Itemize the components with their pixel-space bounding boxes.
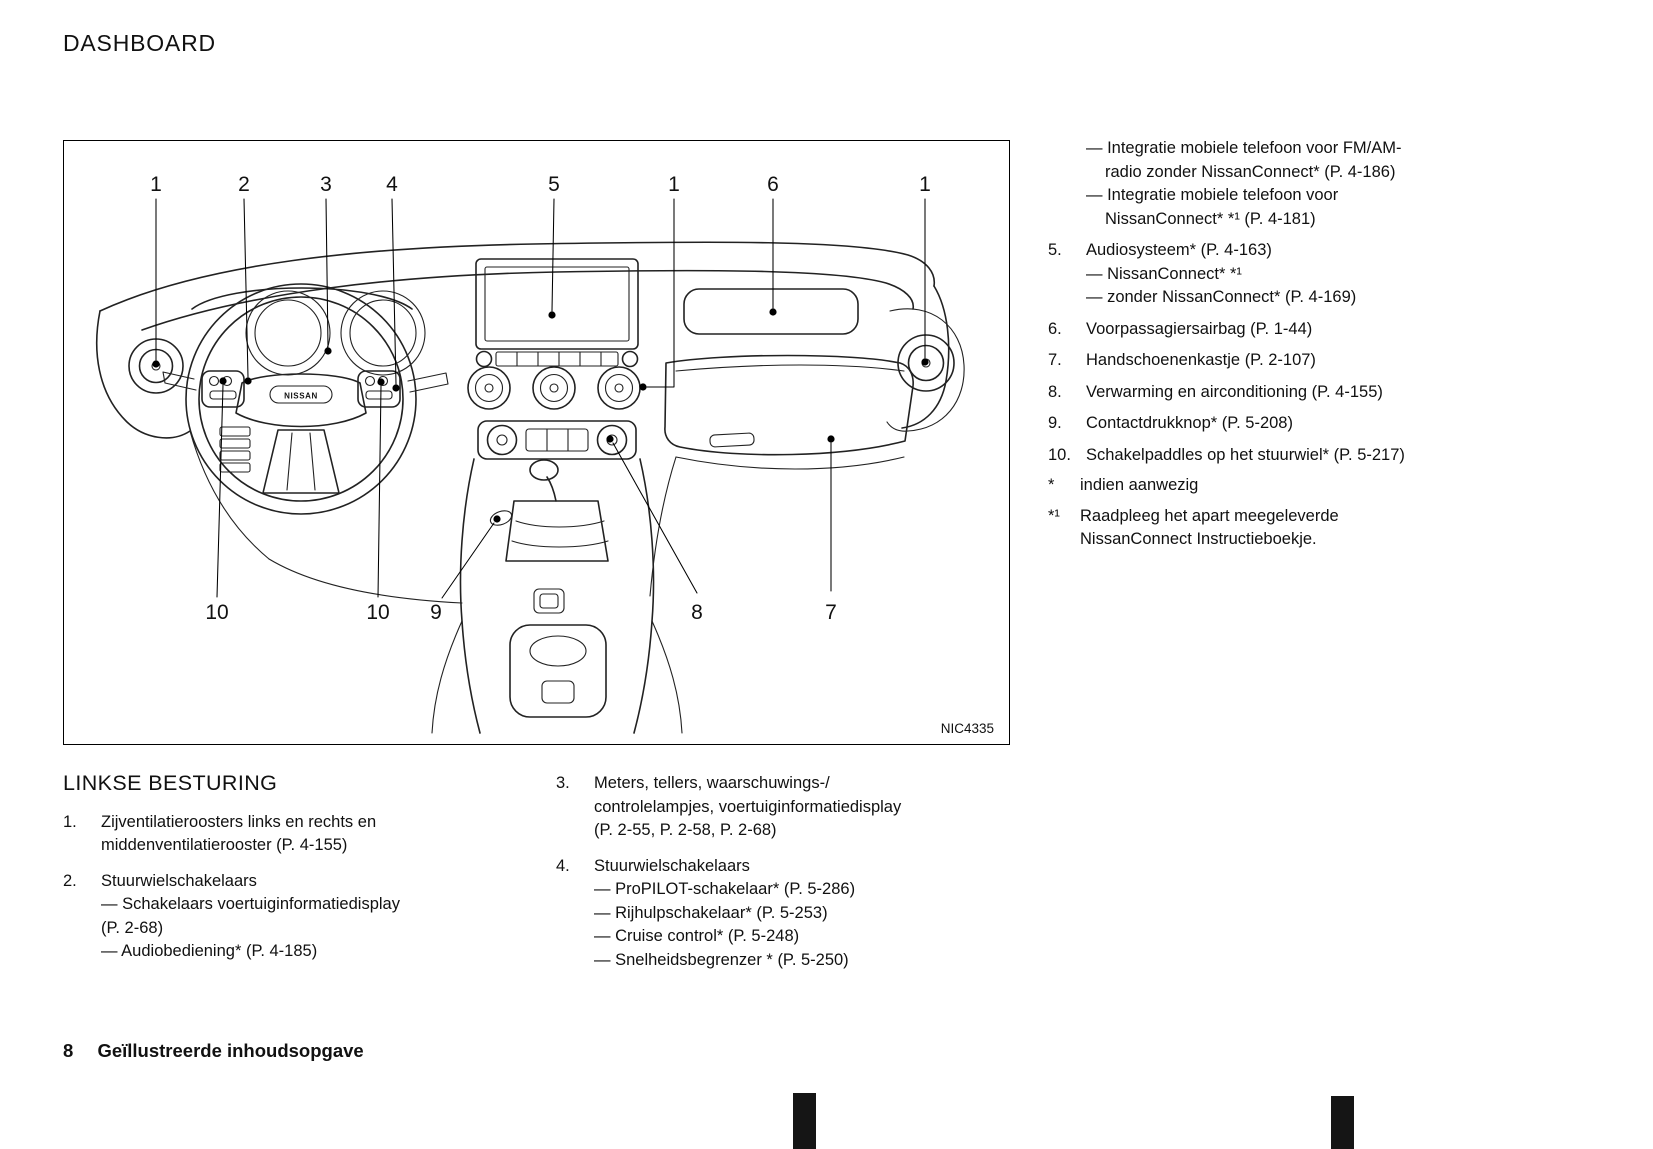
right-column-list: — Integratie mobiele telefoon voor FM/AM… [1048, 137, 1626, 552]
item-number: 10. [1048, 445, 1071, 464]
item-text: Zijventilatieroosters links en rechts en… [101, 812, 377, 855]
callout-5: 5 [548, 173, 560, 196]
infotainment-screen [475, 258, 639, 368]
list-item-6: 6. Voorpassagiersairbag (P. 1-44) [1048, 318, 1626, 342]
glove-box [664, 354, 914, 456]
callout-6: 6 [767, 173, 779, 196]
item-text: Handschoenenkastje (P. 2-107) [1086, 351, 1316, 369]
item-text: Meters, tellers, waarschuwings-/ control… [594, 774, 902, 839]
callout-10a: 10 [205, 601, 228, 624]
list-item-9: 9. Contactdrukknop* (P. 5-208) [1048, 412, 1626, 436]
callout-2: 2 [238, 173, 250, 196]
item-number: 3. [556, 774, 570, 792]
figure-frame: NISSAN [63, 140, 1010, 745]
middle-column-list: 3. Meters, tellers, waarschuwings-/ cont… [556, 772, 1008, 972]
list-entry-phone-integration-1: — Integratie mobiele telefoon voor FM/AM… [1086, 139, 1402, 181]
page-footer: 8 Geïllustreerde inhoudsopgave [63, 1040, 364, 1062]
footnote-marker: * [1048, 476, 1055, 494]
footnote-text: Raadpleeg het apart meegeleverde NissanC… [1080, 506, 1339, 549]
callout-labels: 1 2 3 4 5 1 6 1 10 10 9 8 7 [150, 173, 931, 624]
item-number: 6. [1048, 319, 1062, 338]
item-text: Voorpassagiersairbag (P. 1-44) [1086, 319, 1313, 338]
item-number: 4. [556, 856, 570, 875]
callout-3: 3 [320, 173, 332, 196]
instrument-cluster [191, 287, 426, 376]
item-text: Schakelpaddles op het stuurwiel* (P. 5-2… [1086, 445, 1405, 464]
page-number: 8 [63, 1040, 74, 1061]
leader-lines [152, 198, 929, 599]
item-text: Stuurwielschakelaars — Schakelaars voert… [101, 871, 400, 961]
center-console [431, 458, 683, 734]
callout-7: 7 [825, 601, 837, 624]
center-air-vents-icon [467, 366, 641, 410]
figure-code: NIC4335 [941, 721, 994, 736]
left-column-list: LINKSE BESTURING 1. Zijventilatierooster… [63, 771, 541, 964]
callout-1b: 1 [668, 173, 680, 196]
nissan-logo: NISSAN [284, 392, 318, 401]
page-title: DASHBOARD [63, 30, 216, 56]
dashboard-diagram: NISSAN [95, 173, 994, 736]
item-text: Verwarming en airconditioning (P. 4-155) [1086, 382, 1383, 401]
item-number: 1. [63, 812, 77, 831]
print-registration-mark [1331, 1096, 1354, 1149]
item-number: 5. [1048, 241, 1062, 259]
footnote-marker: *¹ [1048, 506, 1060, 525]
callout-1a: 1 [150, 173, 162, 196]
callout-8: 8 [691, 601, 703, 624]
footnote-asterisk-1: *¹ Raadpleeg het apart meegeleverde Niss… [1048, 505, 1626, 552]
list-item-8: 8. Verwarming en airconditioning (P. 4-1… [1048, 381, 1626, 405]
section-heading: LINKSE BESTURING [63, 771, 278, 795]
list-item-2: 2. Stuurwielschakelaars — Schakelaars vo… [63, 870, 541, 964]
footer-title: Geïllustreerde inhoudsopgave [97, 1040, 364, 1061]
item-number: 7. [1048, 351, 1062, 369]
list-item-5: 5. Audiosysteem* (P. 4-163) — NissanConn… [1048, 239, 1626, 310]
callout-9: 9 [430, 601, 442, 624]
gear-shifter [505, 459, 609, 562]
item-number: 9. [1048, 414, 1062, 432]
callout-4: 4 [386, 173, 398, 196]
footnote-text: indien aanwezig [1080, 476, 1199, 494]
item-text: Contactdrukknop* (P. 5-208) [1086, 414, 1293, 432]
footnote-asterisk: * indien aanwezig [1048, 474, 1626, 498]
list-item-10: 10. Schakelpaddles op het stuurwiel* (P.… [1048, 444, 1626, 468]
callout-10b: 10 [366, 601, 389, 624]
item-text: Audiosysteem* (P. 4-163) — NissanConnect… [1086, 241, 1357, 306]
list-item-7: 7. Handschoenenkastje (P. 2-107) [1048, 349, 1626, 373]
item-number: 2. [63, 871, 77, 890]
list-entry-phone-integration-2: — Integratie mobiele telefoon voor Nissa… [1086, 186, 1339, 228]
ignition-key-slot-icon [489, 510, 513, 526]
callout-1c: 1 [919, 173, 931, 196]
steering-wheel: NISSAN [162, 283, 449, 515]
list-item-4: 4. Stuurwielschakelaars — ProPILOT-schak… [556, 855, 1008, 973]
item-number: 8. [1048, 382, 1062, 401]
item-text: Stuurwielschakelaars — ProPILOT-schakela… [594, 856, 856, 969]
print-registration-mark [793, 1093, 816, 1149]
climate-controls [477, 420, 637, 460]
passenger-airbag-panel [683, 288, 859, 335]
list-item-1: 1. Zijventilatieroosters links en rechts… [63, 811, 541, 858]
list-item-3: 3. Meters, tellers, waarschuwings-/ cont… [556, 772, 1008, 843]
